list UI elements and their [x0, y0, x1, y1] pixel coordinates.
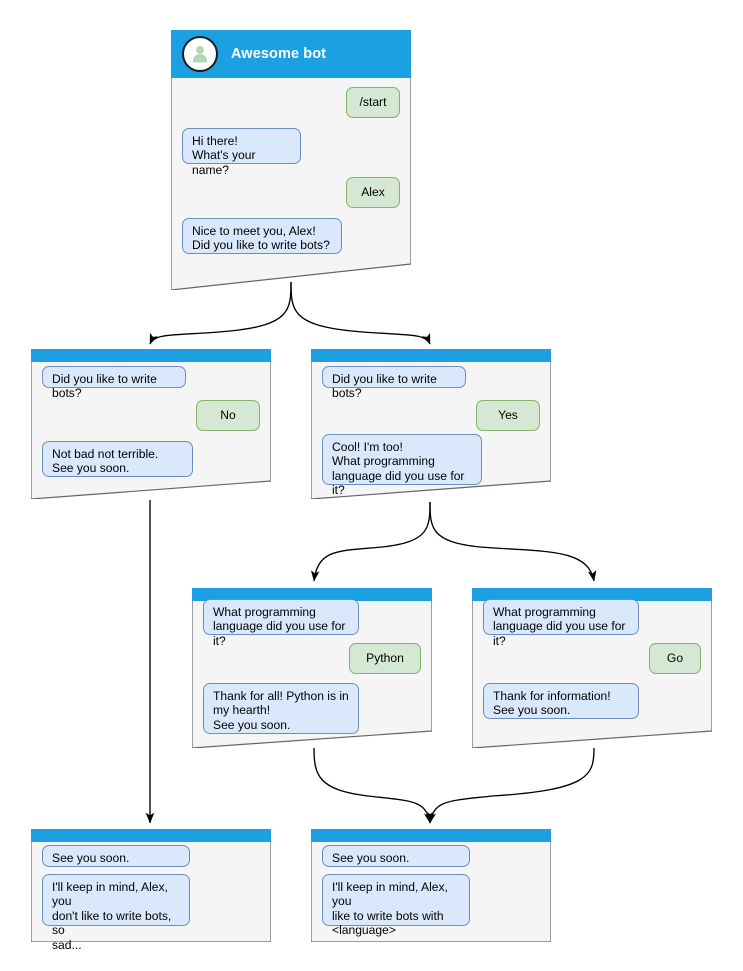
- message-bubble-bot: Cool! I'm too! What programming language…: [322, 434, 482, 497]
- message-bubble-bot: What programming language did you use fo…: [203, 599, 359, 648]
- message-bubble-user: Go: [649, 643, 701, 674]
- message-bubble-bot: Did you like to write bots?: [42, 366, 186, 400]
- window-titlebar: [31, 349, 271, 362]
- answer-go-window[interactable]: What programming language did you use fo…: [472, 588, 712, 748]
- message-bubble-bot: Did you like to write bots?: [322, 366, 466, 400]
- message-bubble-bot: Hi there! What's your name?: [182, 128, 301, 177]
- answer-python-window[interactable]: What programming language did you use fo…: [192, 588, 432, 748]
- window-titlebar: Awesome bot: [171, 30, 411, 78]
- person-avatar-icon: [182, 36, 218, 72]
- message-bubble-bot: See you soon.: [42, 845, 190, 867]
- answer-yes-window[interactable]: Did you like to write bots? Yes Cool! I'…: [311, 349, 551, 499]
- window-titlebar: [192, 588, 432, 601]
- message-bubble-user: Python: [349, 643, 421, 674]
- message-bubble-bot: I'll keep in mind, Alex, you like to wri…: [322, 874, 470, 937]
- bot-name-label: Awesome bot: [231, 46, 327, 62]
- message-bubble-bot: Thank for all! Python is in my hearth! S…: [203, 683, 359, 734]
- window-titlebar: [472, 588, 712, 601]
- message-bubble-bot: I'll keep in mind, Alex, you don't like …: [42, 874, 190, 952]
- window-titlebar: [311, 829, 551, 842]
- message-bubble-bot: Thank for information! See you soon.: [483, 683, 639, 719]
- message-bubble-bot: What programming language did you use fo…: [483, 599, 639, 648]
- start-conversation-window[interactable]: Awesome bot /start Hi there! What's your…: [171, 30, 411, 290]
- message-bubble-user: /start: [346, 87, 400, 118]
- message-bubble-bot: Nice to meet you, Alex! Did you like to …: [182, 218, 342, 254]
- message-bubble-user: No: [196, 400, 260, 431]
- message-bubble-user: Yes: [476, 400, 540, 431]
- message-bubble-bot: Not bad not terrible. See you soon.: [42, 441, 193, 477]
- ending-yes-window[interactable]: See you soon. I'll keep in mind, Alex, y…: [311, 829, 551, 942]
- message-bubble-user: Alex: [346, 177, 400, 208]
- window-titlebar: [31, 829, 271, 842]
- answer-no-window[interactable]: Did you like to write bots? No Not bad n…: [31, 349, 271, 499]
- ending-no-window[interactable]: See you soon. I'll keep in mind, Alex, y…: [31, 829, 271, 952]
- message-bubble-bot: See you soon.: [322, 845, 470, 867]
- window-titlebar: [311, 349, 551, 362]
